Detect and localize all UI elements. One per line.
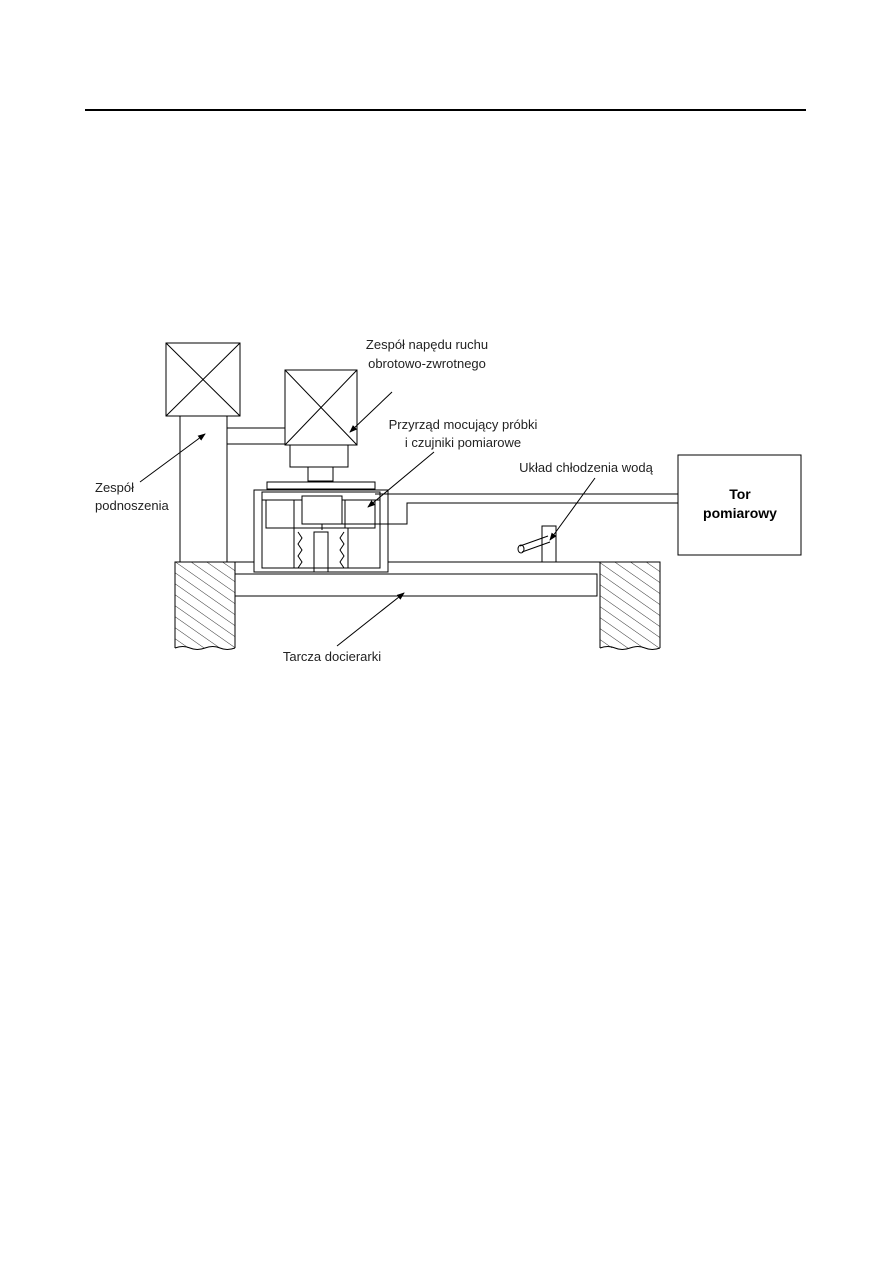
label-cooling: Układ chłodzenia wodą — [519, 460, 653, 475]
disc-arrow — [336, 592, 405, 647]
lift-arrow — [139, 433, 206, 483]
lift-column — [179, 415, 228, 563]
measurement-unit-box — [677, 454, 802, 556]
coupling — [307, 466, 334, 482]
label-lift-line2: podnoszenia — [95, 498, 169, 513]
label-measurement-line2: pomiarowy — [703, 505, 777, 521]
drive-arrow — [349, 391, 393, 433]
label-measurement-line1: Tor — [729, 486, 751, 502]
cooling-nozzle — [517, 525, 557, 563]
fixture-arrow — [367, 451, 435, 508]
label-lift-line1: Zespół — [95, 480, 134, 495]
lapping-disc — [234, 573, 598, 597]
drive-motor-box — [284, 369, 358, 446]
arm — [226, 427, 286, 445]
lift-motor-box — [165, 342, 241, 417]
label-disc: Tarcza docierarki — [283, 649, 381, 664]
left-foundation — [175, 562, 235, 648]
label-fixture-line2: i czujniki pomiarowe — [405, 435, 521, 450]
gearbox — [289, 444, 349, 468]
label-fixture-line1: Przyrząd mocujący próbki — [389, 417, 538, 432]
label-drive-line1: Zespół napędu ruchu — [366, 337, 488, 352]
specimen-fixture — [253, 481, 389, 573]
cooling-arrow — [549, 477, 596, 541]
signal-cable-lower — [321, 502, 680, 530]
right-foundation — [600, 562, 660, 648]
label-drive-line2: obrotowo-zwrotnego — [368, 356, 486, 371]
